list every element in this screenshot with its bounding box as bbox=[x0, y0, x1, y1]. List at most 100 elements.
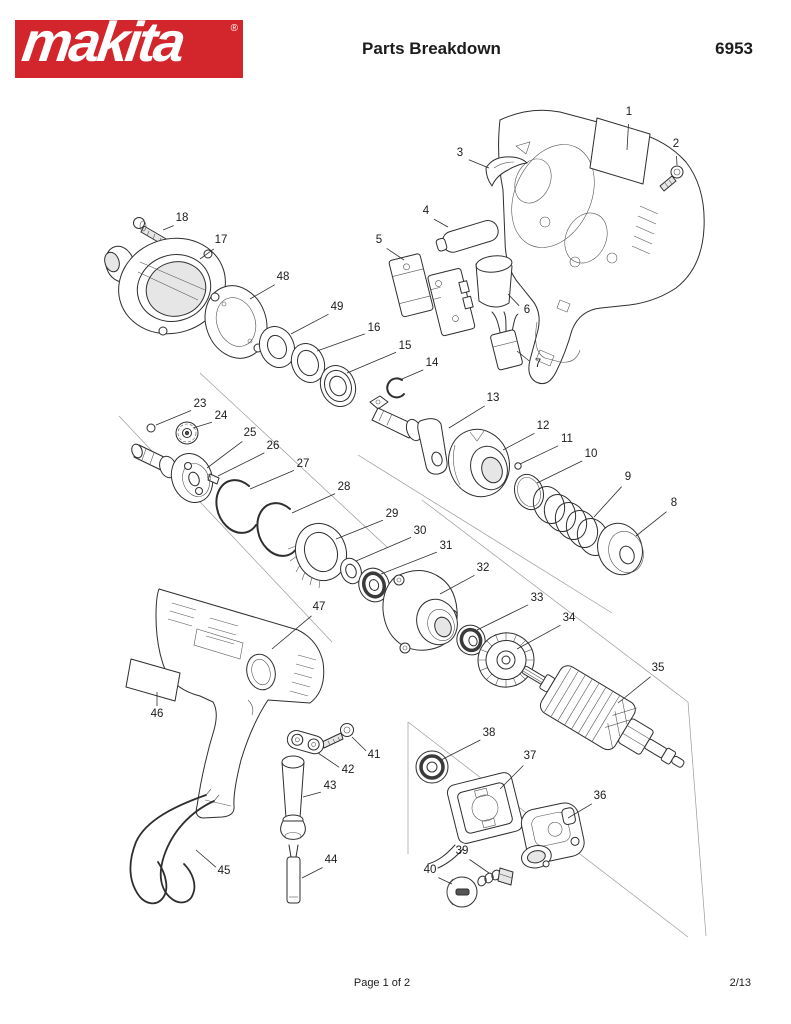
part-23-ball-shape bbox=[146, 423, 156, 433]
part-13-anvil-shape bbox=[369, 395, 448, 475]
part-label-16: 16 bbox=[368, 322, 381, 334]
leader-line-38 bbox=[440, 739, 481, 761]
leader-line-40 bbox=[438, 877, 453, 885]
part-12-hammer-shape bbox=[448, 428, 510, 498]
leader-line-48 bbox=[249, 284, 275, 300]
page-title: Parts Breakdown bbox=[362, 39, 501, 58]
part-15-bearing-shape bbox=[319, 365, 357, 407]
part-label-37: 37 bbox=[524, 750, 537, 762]
part-label-11: 11 bbox=[561, 433, 573, 445]
part-label-42: 42 bbox=[342, 764, 355, 776]
part-47-housing-left-shape bbox=[155, 588, 325, 819]
part-44-tube-shape bbox=[286, 844, 301, 904]
part-2-screw-shape bbox=[659, 165, 684, 192]
part-label-32: 32 bbox=[477, 562, 490, 574]
part-label-38: 38 bbox=[483, 727, 496, 739]
part-label-34: 34 bbox=[563, 612, 576, 624]
part-label-45: 45 bbox=[218, 865, 231, 877]
part-41-screw-shape bbox=[321, 723, 354, 749]
part-label-40: 40 bbox=[424, 864, 437, 876]
part-labels-layer: 1234567891011121314151617182324252627282… bbox=[151, 106, 679, 885]
leader-line-31 bbox=[380, 551, 438, 575]
part-label-1: 1 bbox=[626, 106, 632, 118]
part-16-washer-shape bbox=[290, 343, 326, 383]
leader-line-41 bbox=[351, 736, 367, 752]
part-label-4: 4 bbox=[423, 205, 430, 217]
leader-line-34 bbox=[516, 624, 561, 650]
leader-line-45 bbox=[195, 849, 217, 868]
part-45-hanger-wire-shape bbox=[129, 788, 220, 905]
part-label-33: 33 bbox=[531, 592, 544, 604]
part-label-46: 46 bbox=[151, 708, 164, 720]
leader-line-30 bbox=[355, 537, 412, 562]
part-26-pin-shape bbox=[206, 473, 220, 485]
part-label-10: 10 bbox=[585, 448, 598, 460]
part-8-washer-shape bbox=[597, 522, 644, 576]
leader-line-26 bbox=[217, 452, 265, 477]
leader-line-14 bbox=[401, 369, 424, 380]
part-4-switch-plate-shape bbox=[435, 219, 499, 253]
part-label-17: 17 bbox=[215, 234, 228, 246]
leader-line-33 bbox=[476, 604, 529, 631]
leader-line-28 bbox=[291, 493, 336, 514]
part-9-spring-shape bbox=[532, 486, 610, 556]
leader-line-43 bbox=[302, 791, 322, 798]
leader-line-9 bbox=[593, 486, 622, 518]
part-label-31: 31 bbox=[440, 540, 453, 552]
part-38-bearing-shape bbox=[415, 750, 449, 784]
leader-line-47 bbox=[271, 615, 312, 650]
leader-line-2 bbox=[676, 155, 678, 166]
part-label-29: 29 bbox=[386, 508, 399, 520]
part-36-motor-bracket-shape bbox=[520, 802, 585, 869]
part-label-39: 39 bbox=[456, 845, 469, 857]
part-label-8: 8 bbox=[671, 497, 677, 509]
leader-line-17 bbox=[199, 248, 215, 260]
part-label-30: 30 bbox=[414, 525, 427, 537]
part-label-47: 47 bbox=[313, 601, 326, 613]
leader-line-42 bbox=[317, 752, 340, 768]
leader-line-27 bbox=[249, 470, 295, 490]
part-label-6: 6 bbox=[524, 304, 530, 316]
part-32-bearing-box-shape bbox=[382, 570, 458, 654]
part-label-5: 5 bbox=[376, 234, 382, 246]
part-6-capacitor-shape bbox=[475, 255, 513, 308]
part-43-grip-shape bbox=[280, 755, 306, 840]
part-label-18: 18 bbox=[176, 212, 189, 224]
part-14-snap-ring-shape bbox=[386, 377, 405, 399]
part-3-cover-shape bbox=[485, 156, 528, 187]
part-label-25: 25 bbox=[244, 427, 257, 439]
part-label-24: 24 bbox=[215, 410, 228, 422]
leader-line-15 bbox=[346, 351, 397, 374]
leader-line-13 bbox=[448, 405, 486, 429]
part-46-nameplate-shape bbox=[125, 658, 181, 702]
part-label-44: 44 bbox=[325, 854, 338, 866]
leader-line-23 bbox=[155, 410, 192, 426]
leader-line-6 bbox=[507, 293, 520, 307]
leader-line-29 bbox=[335, 519, 384, 540]
part-40-brush-cap-shape bbox=[446, 876, 478, 908]
part-label-23: 23 bbox=[194, 398, 207, 410]
part-label-2: 2 bbox=[673, 138, 679, 150]
part-39-carbon-brush-shape bbox=[477, 867, 514, 887]
part-7-noise-suppressor-shape bbox=[490, 311, 523, 371]
leader-line-12 bbox=[502, 432, 535, 451]
part-33-bearing-shape bbox=[456, 624, 486, 656]
part-25-spindle-shape bbox=[131, 443, 214, 503]
part-label-14: 14 bbox=[426, 357, 439, 369]
leader-line-32 bbox=[439, 574, 475, 595]
leader-line-25 bbox=[206, 441, 243, 469]
construction-lines bbox=[118, 372, 707, 938]
page-info: Page 1 of 2 bbox=[353, 977, 411, 989]
part-label-36: 36 bbox=[594, 790, 607, 802]
leader-line-8 bbox=[635, 511, 667, 537]
part-label-35: 35 bbox=[652, 662, 665, 674]
part-27-ring-spring-shape bbox=[215, 479, 257, 534]
leader-line-4 bbox=[433, 218, 449, 228]
part-label-3: 3 bbox=[457, 147, 463, 159]
registered-trademark-icon: ® bbox=[230, 23, 238, 34]
leader-line-3 bbox=[468, 159, 490, 169]
part-label-12: 12 bbox=[537, 420, 550, 432]
leader-line-10 bbox=[536, 460, 583, 484]
leader-line-36 bbox=[567, 803, 593, 819]
